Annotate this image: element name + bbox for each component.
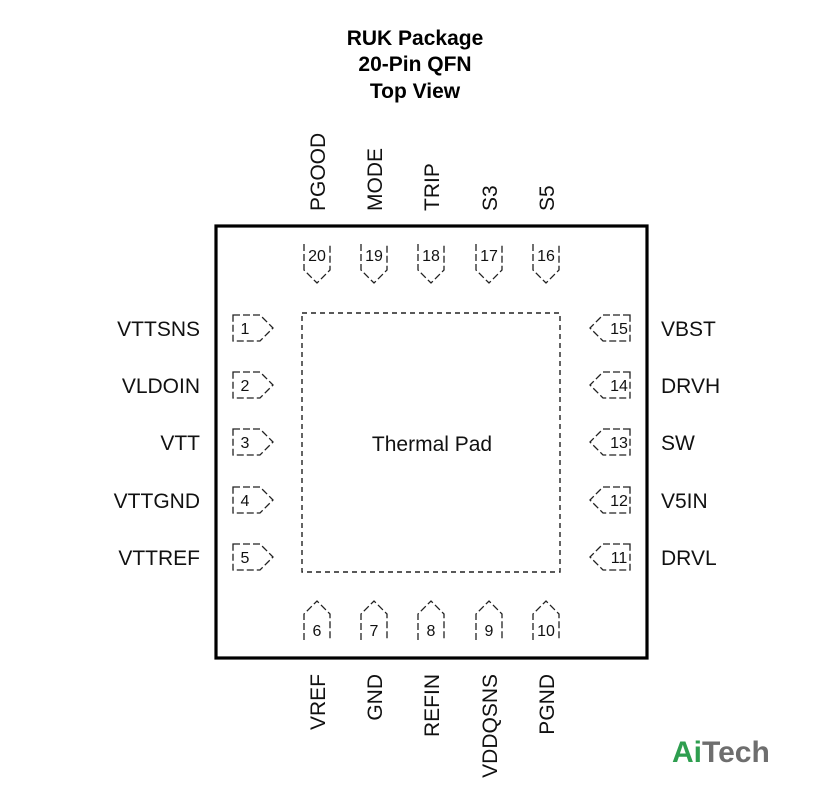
pin-number-12: 12 <box>610 493 628 510</box>
pin-label-vttref: VTTREF <box>118 547 200 570</box>
pin-number-7: 7 <box>370 623 379 640</box>
pin-label-trip: TRIP <box>421 163 444 211</box>
pin-number-5: 5 <box>241 550 250 567</box>
pin-number-19: 19 <box>365 248 383 265</box>
package-body <box>214 224 649 660</box>
pin-pad-10 <box>532 600 560 640</box>
pin-pad-6 <box>303 600 331 640</box>
pin-pad-1 <box>232 314 274 342</box>
title-line-1: RUK Package <box>347 27 484 50</box>
pin-label-drvl: DRVL <box>661 547 717 570</box>
logo-part-tech: Tech <box>702 736 770 769</box>
pin-label-vtt: VTT <box>160 432 200 455</box>
pin-number-6: 6 <box>313 623 322 640</box>
pin-number-11: 11 <box>611 550 628 567</box>
pin-label-sw: SW <box>661 432 695 455</box>
title-line-3: Top View <box>370 80 461 103</box>
pin-label-vttsns: VTTSNS <box>117 318 200 341</box>
pin-pad-19 <box>360 244 388 284</box>
pin-pad-18 <box>417 244 445 284</box>
pin-number-16: 16 <box>537 248 555 265</box>
pin-label-s3: S3 <box>479 185 502 211</box>
pin-pad-3 <box>232 428 274 456</box>
pins-layer: 1 VTTSNS 2 VLDOIN 3 VTT 4 VTTGND 5 VTTREF 11 DRVL 12… <box>114 133 720 778</box>
pin-number-2: 2 <box>241 378 250 395</box>
pin-pad-9 <box>475 600 503 640</box>
pin-number-4: 4 <box>241 493 250 510</box>
pin-number-18: 18 <box>422 248 440 265</box>
pin-label-vttgnd: VTTGND <box>114 490 200 513</box>
pin-pad-4 <box>232 486 274 514</box>
pin-pad-15 <box>589 314 631 342</box>
pin-pad-20 <box>303 244 331 284</box>
pin-pad-16 <box>532 244 560 284</box>
aitech-logo: AiTech <box>672 736 770 769</box>
pin-pad-12 <box>589 486 631 514</box>
pin-number-10: 10 <box>537 623 555 640</box>
pin-pad-17 <box>475 244 503 284</box>
pin-number-3: 3 <box>241 435 250 452</box>
pin-pad-13 <box>589 428 631 456</box>
pin-label-refin: REFIN <box>421 674 444 737</box>
pin-pad-7 <box>360 600 388 640</box>
pin-label-pgood: PGOOD <box>307 133 330 211</box>
pin-label-drvh: DRVH <box>661 375 720 398</box>
pin-label-v5in: V5IN <box>661 490 708 513</box>
thermal-pad <box>301 312 561 573</box>
pin-pad-8 <box>417 600 445 640</box>
pin-number-14: 14 <box>610 378 628 395</box>
thermal-pad-label: Thermal Pad <box>372 433 492 456</box>
pin-number-20: 20 <box>308 248 326 265</box>
pin-number-8: 8 <box>427 623 436 640</box>
pin-pad-14 <box>589 371 631 399</box>
pin-pad-11 <box>589 543 631 571</box>
pin-number-1: 1 <box>241 321 250 338</box>
pin-label-vddqsns: VDDQSNS <box>479 674 502 778</box>
pin-label-vldoin: VLDOIN <box>122 375 200 398</box>
pin-pad-2 <box>232 371 274 399</box>
pin-label-pgnd: PGND <box>536 674 559 735</box>
pin-label-mode: MODE <box>364 148 387 211</box>
pin-number-9: 9 <box>485 623 494 640</box>
logo-part-ai: Ai <box>672 736 702 769</box>
pin-number-15: 15 <box>610 321 628 338</box>
pin-label-gnd: GND <box>364 674 387 721</box>
pin-label-vref: VREF <box>307 674 330 730</box>
pin-number-13: 13 <box>610 435 628 452</box>
pin-pad-5 <box>232 543 274 571</box>
pin-label-vbst: VBST <box>661 318 716 341</box>
pin-number-17: 17 <box>480 248 498 265</box>
pin-label-s5: S5 <box>536 185 559 211</box>
title-line-2: 20-Pin QFN <box>358 53 471 76</box>
